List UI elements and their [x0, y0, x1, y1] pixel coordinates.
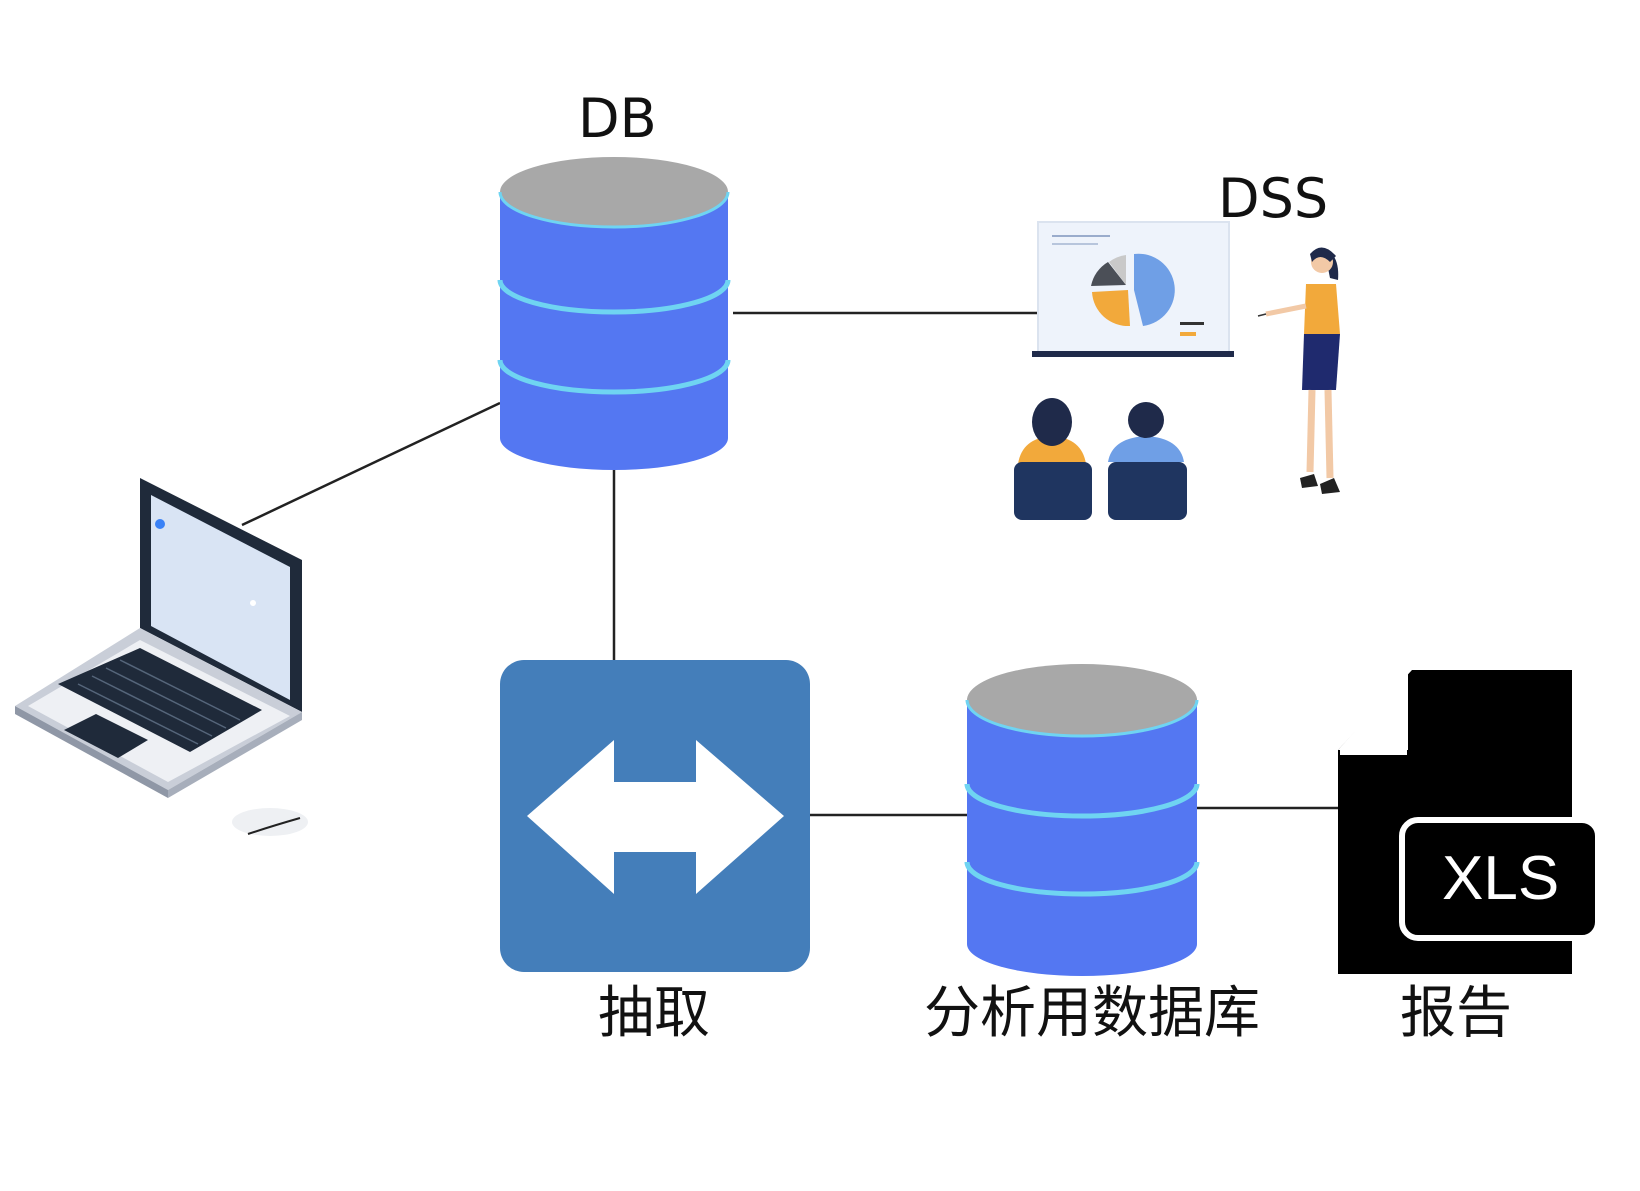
- extract-label: 抽取: [598, 981, 710, 1046]
- xls-label: XLS: [1442, 844, 1560, 913]
- dss-label: DSS: [1218, 167, 1329, 230]
- connectors: [241, 311, 1338, 817]
- connector-laptop-db: [241, 401, 501, 527]
- report-label: 报告: [1400, 981, 1512, 1046]
- db-cylinder: [497, 157, 731, 470]
- analysis-db-cylinder: [964, 664, 1200, 976]
- presenter-figure: [1257, 247, 1340, 494]
- laptop-icon: [15, 478, 308, 836]
- bidirectional-arrow-icon: [527, 740, 784, 894]
- db-label: DB: [578, 87, 657, 150]
- audience-figures: [1014, 398, 1187, 520]
- file-xls-icon: [1338, 670, 1601, 974]
- presentation-icon: [1014, 221, 1340, 520]
- extract-box: [500, 660, 810, 972]
- analysis-db-label: 分析用数据库: [924, 981, 1260, 1046]
